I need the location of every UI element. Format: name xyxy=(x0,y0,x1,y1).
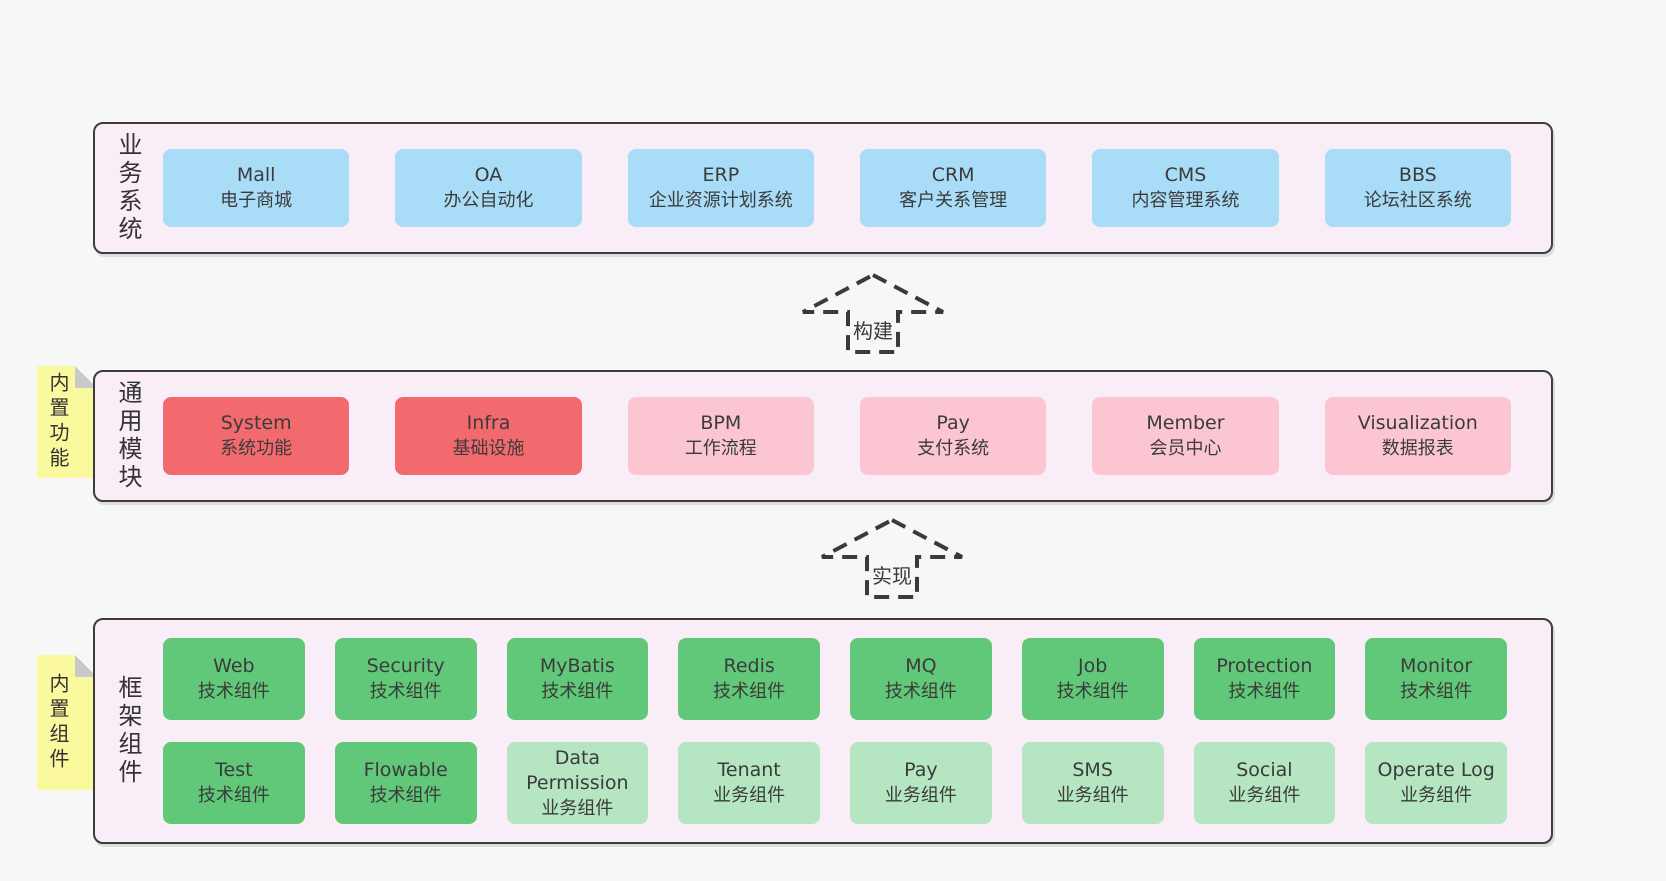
component-box-sms: SMS 业务组件 xyxy=(1021,742,1164,824)
build-arrow: 构建 xyxy=(798,272,948,356)
up-block-arrow-icon xyxy=(821,517,963,599)
implement-arrow: 实现 xyxy=(817,517,967,601)
framework-components-row-2: Test 技术组件 Flowable 技术组件 Data Permission … xyxy=(163,742,1507,824)
component-box-data-permission: Data Permission 业务组件 xyxy=(506,742,649,824)
builtin-components-tab-label: 内置组件 xyxy=(46,672,70,773)
component-box-protection: Protection 技术组件 xyxy=(1193,638,1336,720)
common-modules-row: System 系统功能 Infra 基础设施 BPM 工作流程 Pay 支付系统… xyxy=(163,397,1511,475)
component-box-pay: Pay 业务组件 xyxy=(850,742,992,824)
builtin-features-tab-label: 内置功能 xyxy=(46,372,70,472)
component-box-tenant: Tenant 业务组件 xyxy=(678,742,820,824)
build-arrow-label: 构建 xyxy=(850,314,896,345)
component-box-mybatis: MyBatis 技术组件 xyxy=(506,638,649,720)
component-box-mq: MQ 技术组件 xyxy=(850,638,992,720)
business-systems-panel-label: 业务系统 xyxy=(114,132,142,244)
component-box-social: Social 业务组件 xyxy=(1193,742,1336,824)
system-box-cms: CMS 内容管理系统 xyxy=(1092,149,1279,227)
system-box-crm: CRM 客户关系管理 xyxy=(859,149,1047,227)
system-box-erp: ERP 企业资源计划系统 xyxy=(627,149,814,227)
module-box-infra: Infra 基础设施 xyxy=(395,397,582,475)
business-systems-row: Mall 电子商城 OA 办公自动化 ERP 企业资源计划系统 CRM 客户关系… xyxy=(163,149,1511,227)
up-block-arrow-icon xyxy=(802,272,944,354)
system-box-bbs: BBS 论坛社区系统 xyxy=(1324,149,1511,227)
module-box-visualization: Visualization 数据报表 xyxy=(1324,397,1511,475)
implement-arrow-label: 实现 xyxy=(869,559,915,590)
module-box-member: Member 会员中心 xyxy=(1092,397,1279,475)
common-modules-panel-label: 通用模块 xyxy=(114,380,142,492)
component-box-redis: Redis 技术组件 xyxy=(678,638,820,720)
framework-components-panel-label: 框架组件 xyxy=(114,675,142,787)
module-box-bpm: BPM 工作流程 xyxy=(627,397,814,475)
component-box-flowable: Flowable 技术组件 xyxy=(334,742,477,824)
system-box-mall: Mall 电子商城 xyxy=(163,149,350,227)
component-box-security: Security 技术组件 xyxy=(334,638,477,720)
component-box-test: Test 技术组件 xyxy=(163,742,305,824)
common-modules-panel: 通用模块 System 系统功能 Infra 基础设施 BPM 工作流程 Pay… xyxy=(93,370,1553,502)
system-box-oa: OA 办公自动化 xyxy=(395,149,582,227)
builtin-components-tab: 内置组件 xyxy=(37,655,97,790)
component-box-operate-log: Operate Log 业务组件 xyxy=(1365,742,1507,824)
component-box-job: Job 技术组件 xyxy=(1021,638,1164,720)
builtin-features-tab: 内置功能 xyxy=(37,366,97,478)
module-box-system: System 系统功能 xyxy=(163,397,350,475)
module-box-pay: Pay 支付系统 xyxy=(859,397,1047,475)
framework-components-panel: 框架组件 Web 技术组件 Security 技术组件 MyBatis 技术组件… xyxy=(93,618,1553,844)
component-box-monitor: Monitor 技术组件 xyxy=(1365,638,1507,720)
framework-components-row-1: Web 技术组件 Security 技术组件 MyBatis 技术组件 Redi… xyxy=(163,638,1507,720)
component-box-web: Web 技术组件 xyxy=(163,638,305,720)
business-systems-panel: 业务系统 Mall 电子商城 OA 办公自动化 ERP 企业资源计划系统 CRM… xyxy=(93,122,1553,254)
